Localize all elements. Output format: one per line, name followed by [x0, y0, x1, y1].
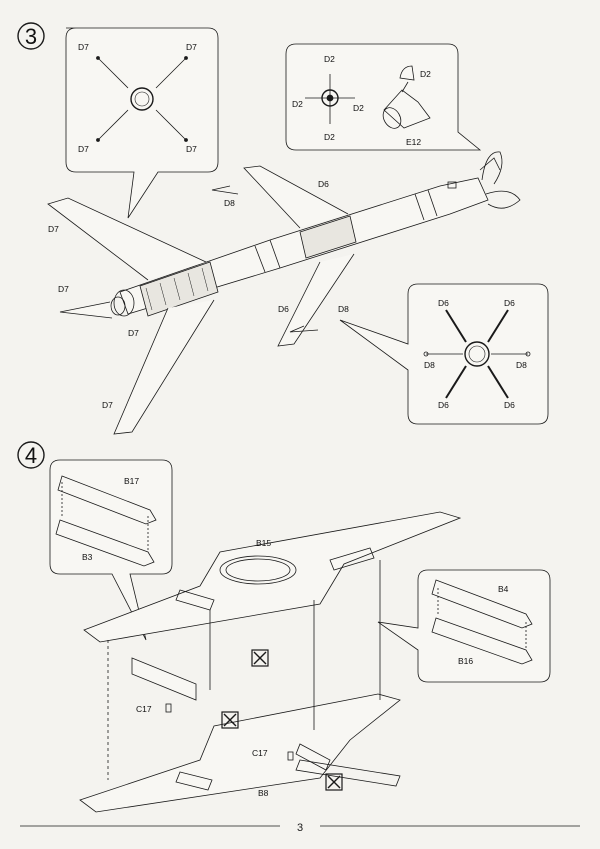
label-e12: E12	[406, 137, 421, 147]
step-3: 3 D7 D7 D7 D7	[17, 22, 549, 435]
no-glue-icon	[251, 649, 269, 667]
label-d7: D7	[102, 400, 113, 410]
step-3-number: 3	[25, 24, 37, 49]
label-b4: B4	[498, 584, 509, 594]
page-number: 3	[296, 822, 304, 834]
lower-frame	[79, 657, 401, 813]
label-b17: B17	[124, 476, 139, 486]
step-3-badge	[17, 22, 45, 50]
label-d7: D7	[78, 144, 89, 154]
label-d6: D6	[504, 298, 515, 308]
step-4-badge	[17, 441, 45, 469]
label-d7: D7	[48, 224, 59, 234]
label-d8: D8	[424, 360, 435, 370]
inset-right: B4 B16	[377, 569, 551, 683]
label-d8: D8	[338, 304, 349, 314]
label-d8: D8	[516, 360, 527, 370]
label-d2: D2	[353, 103, 364, 113]
inset-left: B17 B3	[49, 459, 173, 641]
label-d2: D2	[324, 132, 335, 142]
callout-tail-fins: D7 D7 D7 D7	[65, 27, 219, 219]
label-c17: C17	[136, 704, 152, 714]
missile-assembly	[110, 151, 521, 317]
label-b16: B16	[458, 656, 473, 666]
label-d6: D6	[278, 304, 289, 314]
label-d7: D7	[128, 328, 139, 338]
upper-frame	[83, 511, 462, 643]
label-d6: D6	[438, 400, 449, 410]
label-c17: C17	[252, 748, 268, 758]
label-d7: D7	[78, 42, 89, 52]
label-b8: B8	[258, 788, 269, 798]
label-d7: D7	[186, 42, 197, 52]
label-d6: D6	[504, 400, 515, 410]
callout-nose: D2 D2 D2 D2 D2 E12	[285, 43, 482, 151]
label-d6: D6	[438, 298, 449, 308]
step-4: 4 B17 B3 B4 B16	[17, 441, 551, 813]
callout-mid-fins: D6 D6 D8 D8 D6 D6	[339, 283, 549, 425]
step-4-number: 4	[25, 443, 37, 468]
label-d2: D2	[420, 69, 431, 79]
no-glue-icon	[221, 711, 239, 729]
label-d7: D7	[58, 284, 69, 294]
label-b3: B3	[82, 552, 93, 562]
label-b15: B15	[256, 538, 271, 548]
no-glue-icon	[325, 773, 343, 791]
label-d2: D2	[292, 99, 303, 109]
label-d7: D7	[186, 144, 197, 154]
label-d2: D2	[324, 54, 335, 64]
label-d8: D8	[224, 198, 235, 208]
missile-fins	[47, 165, 355, 435]
label-d6: D6	[318, 179, 329, 189]
